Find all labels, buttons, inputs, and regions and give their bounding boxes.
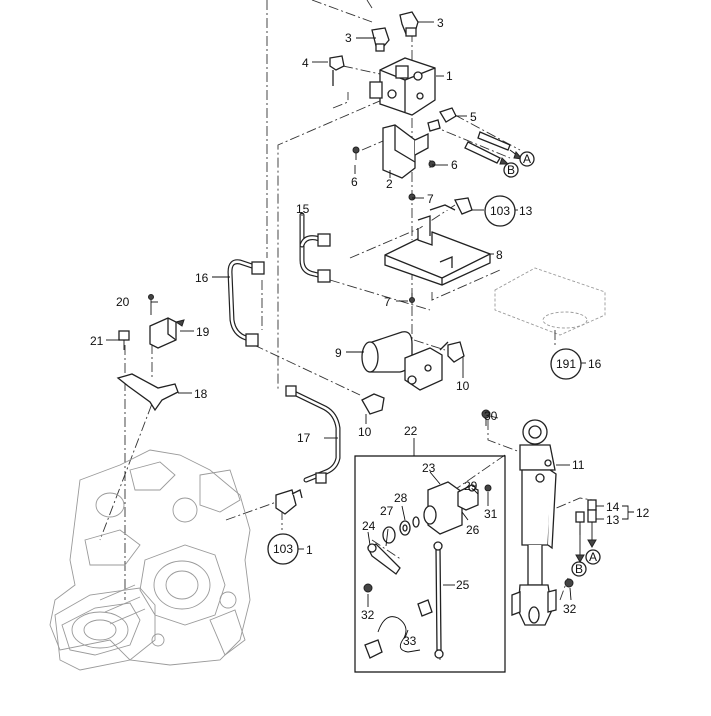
callout-32: 32	[361, 608, 375, 622]
callout-15: 15	[296, 202, 310, 216]
callout-21: 21	[90, 334, 104, 348]
connector-a-upper: A	[523, 152, 531, 166]
callout-12: 12	[636, 506, 650, 520]
callout-5: 5	[470, 110, 477, 124]
detail-inset-box	[354, 455, 506, 673]
callout-16: 16	[195, 271, 209, 285]
bracket-18	[116, 373, 179, 412]
callout-31: 31	[484, 507, 498, 521]
callout-4: 4	[302, 56, 309, 70]
fitting-13-14-lower	[575, 499, 597, 545]
nut-32-right	[564, 578, 574, 588]
callout-18: 18	[194, 387, 208, 401]
callout-2: 2	[386, 177, 393, 191]
tee-fitting	[275, 489, 303, 515]
hose-15	[299, 212, 331, 283]
callout-20: 20	[116, 295, 130, 309]
callout-6: 6	[451, 158, 458, 172]
ref-103-upper: 103	[490, 204, 510, 218]
callout-7: 7	[427, 192, 434, 206]
callout-30: 30	[484, 409, 498, 423]
callout-3: 3	[437, 16, 444, 30]
callout-1: 1	[306, 543, 313, 557]
fitting-13-upper	[429, 197, 473, 215]
callout-22: 22	[404, 424, 418, 438]
bolt-30	[481, 409, 491, 426]
reference-circles: 103 103 191	[267, 195, 582, 565]
callout-19: 19	[196, 325, 210, 339]
callout-17: 17	[297, 431, 311, 445]
screw-21	[118, 330, 130, 350]
control-valve	[369, 57, 436, 116]
callout-28: 28	[394, 491, 408, 505]
bolt-6	[352, 146, 436, 168]
callout-leaders	[106, 21, 634, 639]
solenoid-valve	[361, 331, 449, 391]
callout-labels: 1 2 3 3 4 5 6 6 7 7 8 9 10 10 11 12 13 1…	[90, 16, 650, 648]
callout-1: 1	[446, 69, 453, 83]
adapter-rods	[464, 131, 511, 164]
callout-7: 7	[384, 295, 391, 309]
callout-11: 11	[572, 458, 585, 472]
callout-3: 3	[345, 31, 352, 45]
callout-13: 13	[606, 513, 620, 527]
bolt-7	[408, 193, 416, 304]
callout-8: 8	[496, 248, 503, 262]
pipe-16	[227, 259, 265, 347]
sensor-19	[149, 317, 185, 349]
hydraulic-cylinder	[511, 419, 557, 626]
screw-20	[148, 294, 154, 315]
callout-29: 29	[464, 479, 478, 493]
callout-33: 33	[403, 634, 417, 648]
callout-10: 10	[358, 425, 372, 439]
valve-bracket	[382, 124, 429, 179]
connector-a-lower: A	[589, 550, 597, 564]
callout-16: 16	[588, 357, 602, 371]
callout-6: 6	[351, 175, 358, 189]
callout-10: 10	[456, 379, 470, 393]
mounting-plate	[384, 215, 491, 286]
callout-25: 25	[456, 578, 470, 592]
callout-9: 9	[335, 346, 342, 360]
transmission-housing	[49, 449, 251, 671]
callout-14: 14	[606, 500, 620, 514]
connector-b-lower: B	[575, 562, 583, 576]
elbow-fitting-4	[329, 55, 345, 86]
callout-24: 24	[362, 519, 376, 533]
callout-26: 26	[466, 523, 480, 537]
ref-103-lower: 103	[273, 542, 293, 556]
elbow-fitting-10	[361, 341, 465, 415]
connector-circles: A B A B	[503, 151, 601, 577]
callout-23: 23	[422, 461, 436, 475]
adapter-fitting-5	[427, 107, 457, 132]
callout-27: 27	[380, 504, 394, 518]
pipe-17	[285, 385, 341, 484]
connector-b-upper: B	[507, 163, 515, 177]
reference-plate-outline	[494, 267, 606, 345]
callout-32: 32	[563, 602, 577, 616]
callout-13: 13	[519, 204, 533, 218]
elbow-fitting-upper	[371, 11, 419, 52]
ref-191: 191	[556, 357, 576, 371]
